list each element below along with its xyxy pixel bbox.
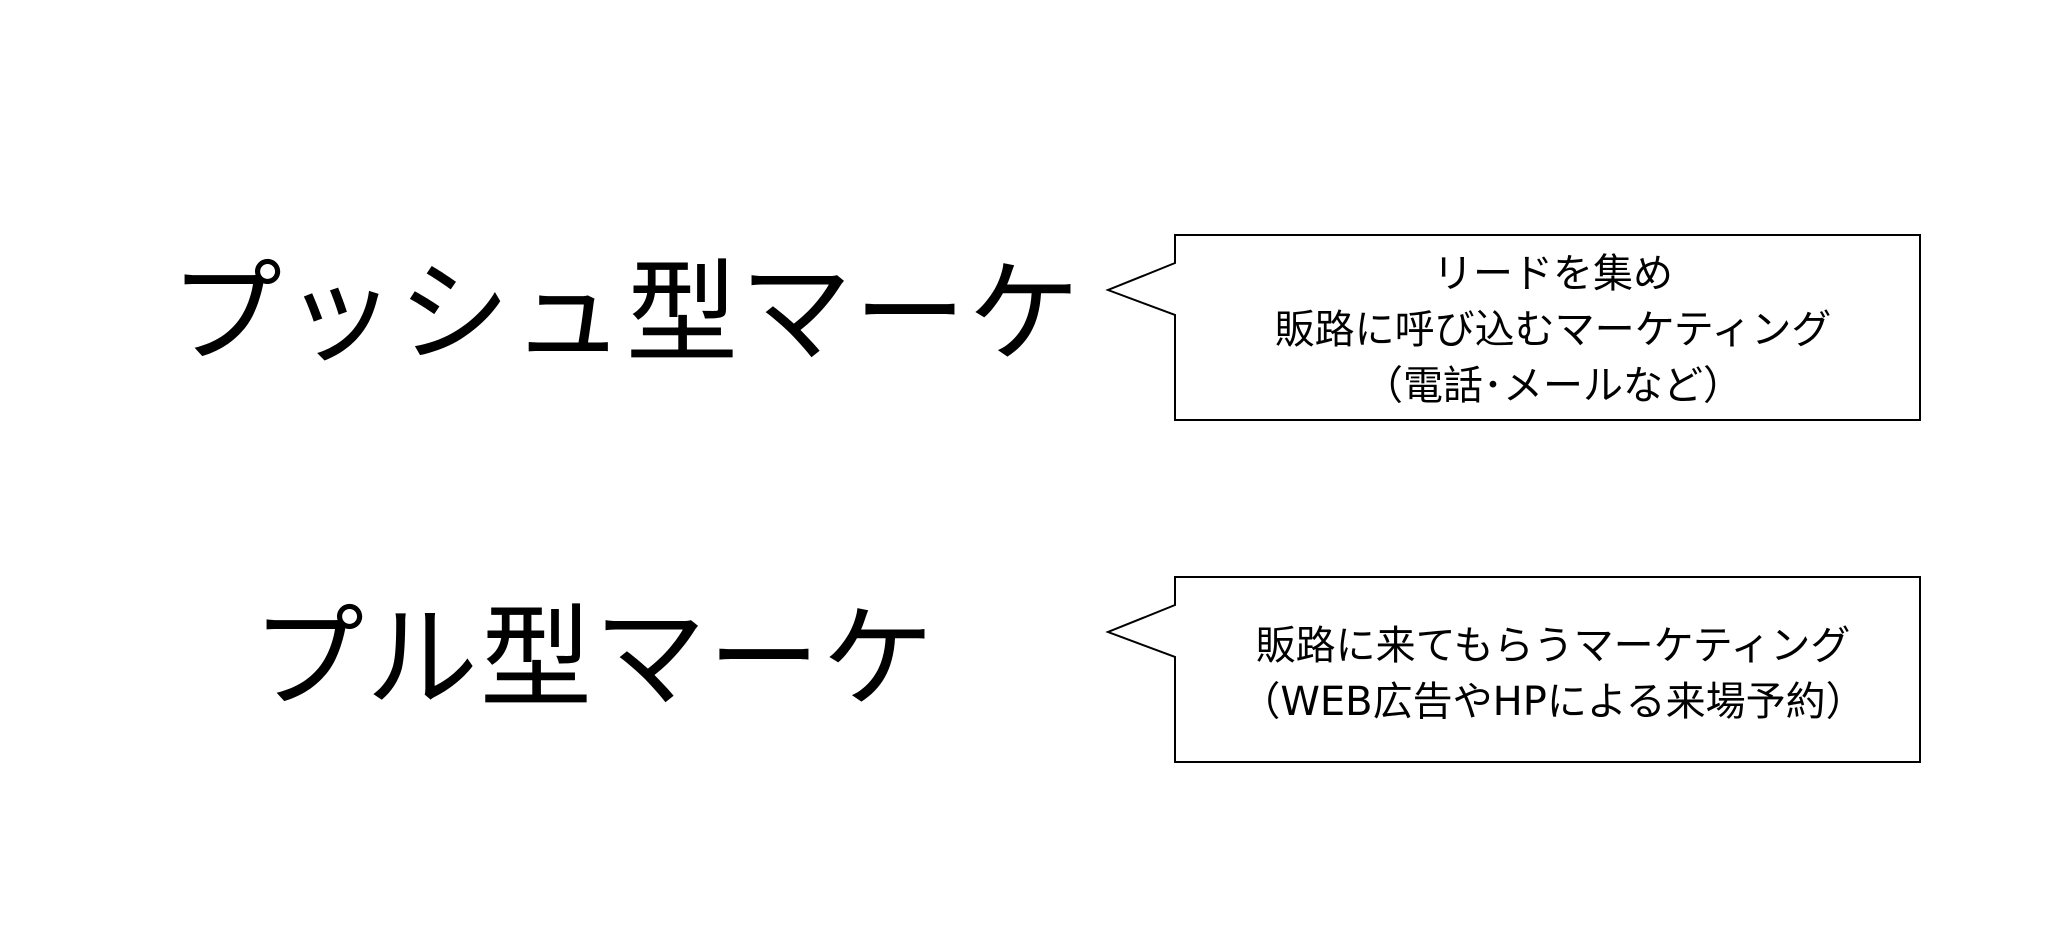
push-description-line: （電話･メールなど）: [1363, 363, 1743, 409]
pull-description-line: 販路に来てもらうマーケティング: [1255, 623, 1851, 669]
push-callout-text: リードを集め 販路に呼び込むマーケティング （電話･メールなど）: [1180, 246, 1926, 414]
push-marketing-term: プッシュ型マーケ: [170, 249, 1082, 379]
pull-callout-text: 販路に来てもらうマーケティング （WEB広告やHPによる来場予約）: [1180, 618, 1926, 730]
push-description-line: リードを集め: [1433, 251, 1673, 297]
pull-marketing-term: プル型マーケ: [252, 594, 936, 724]
pull-description-line: （WEB広告やHPによる来場予約）: [1240, 679, 1866, 725]
push-description-line: 販路に呼び込むマーケティング: [1274, 307, 1832, 353]
